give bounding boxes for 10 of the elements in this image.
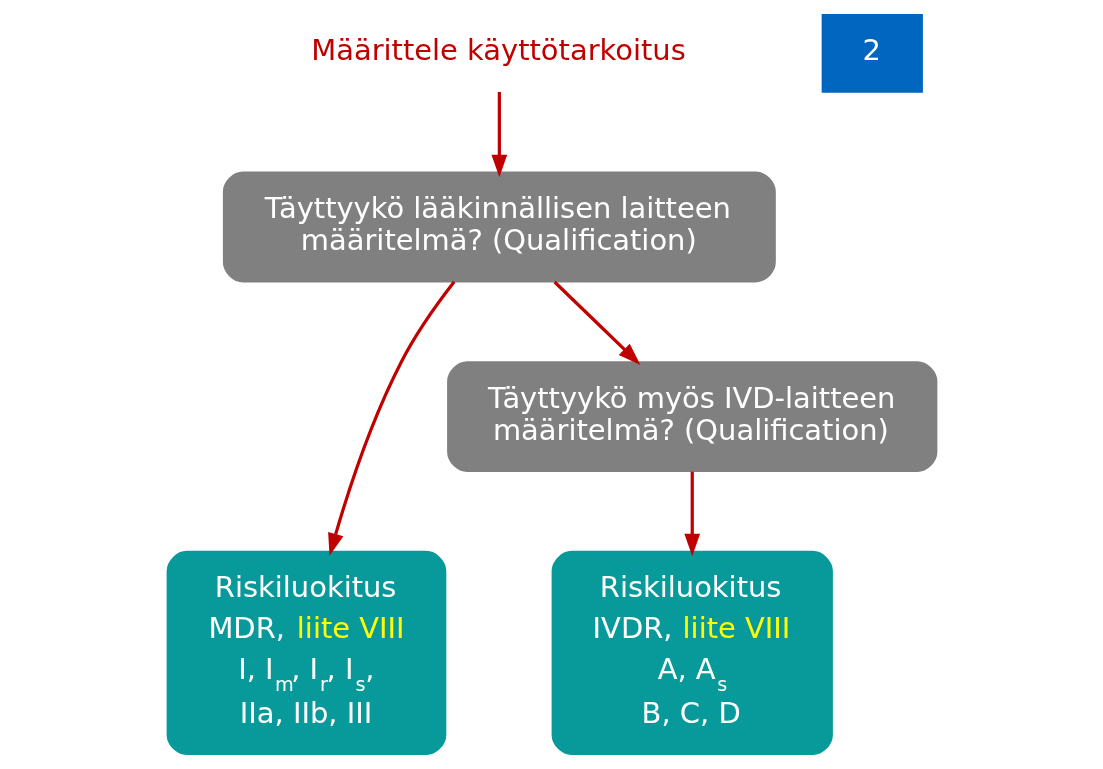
node-box: Riskiluokitus IVDR, liite VIII A, A$_{s}$ B, C, D — [551, 550, 833, 755]
arrow — [553, 280, 640, 365]
arrow — [683, 471, 700, 557]
node-box: Riskiluokitus MDR, liite VIII I, I$_{m}$, I$_{r}$, I$_{s}$, IIa, IIb, III — [166, 550, 446, 755]
node-box: Täyttyykö myös IVD-laitteen määritelmä? (Qualification) — [446, 361, 937, 473]
node-box: Täyttyykö lääkinnällisen laitteen määritelmä? (Qualification) — [222, 171, 776, 283]
node-text: Määrittele käyttötarkoitus — [310, 33, 686, 68]
node-box: 2 — [821, 14, 923, 93]
arrow — [327, 280, 455, 556]
arrow — [490, 91, 507, 178]
